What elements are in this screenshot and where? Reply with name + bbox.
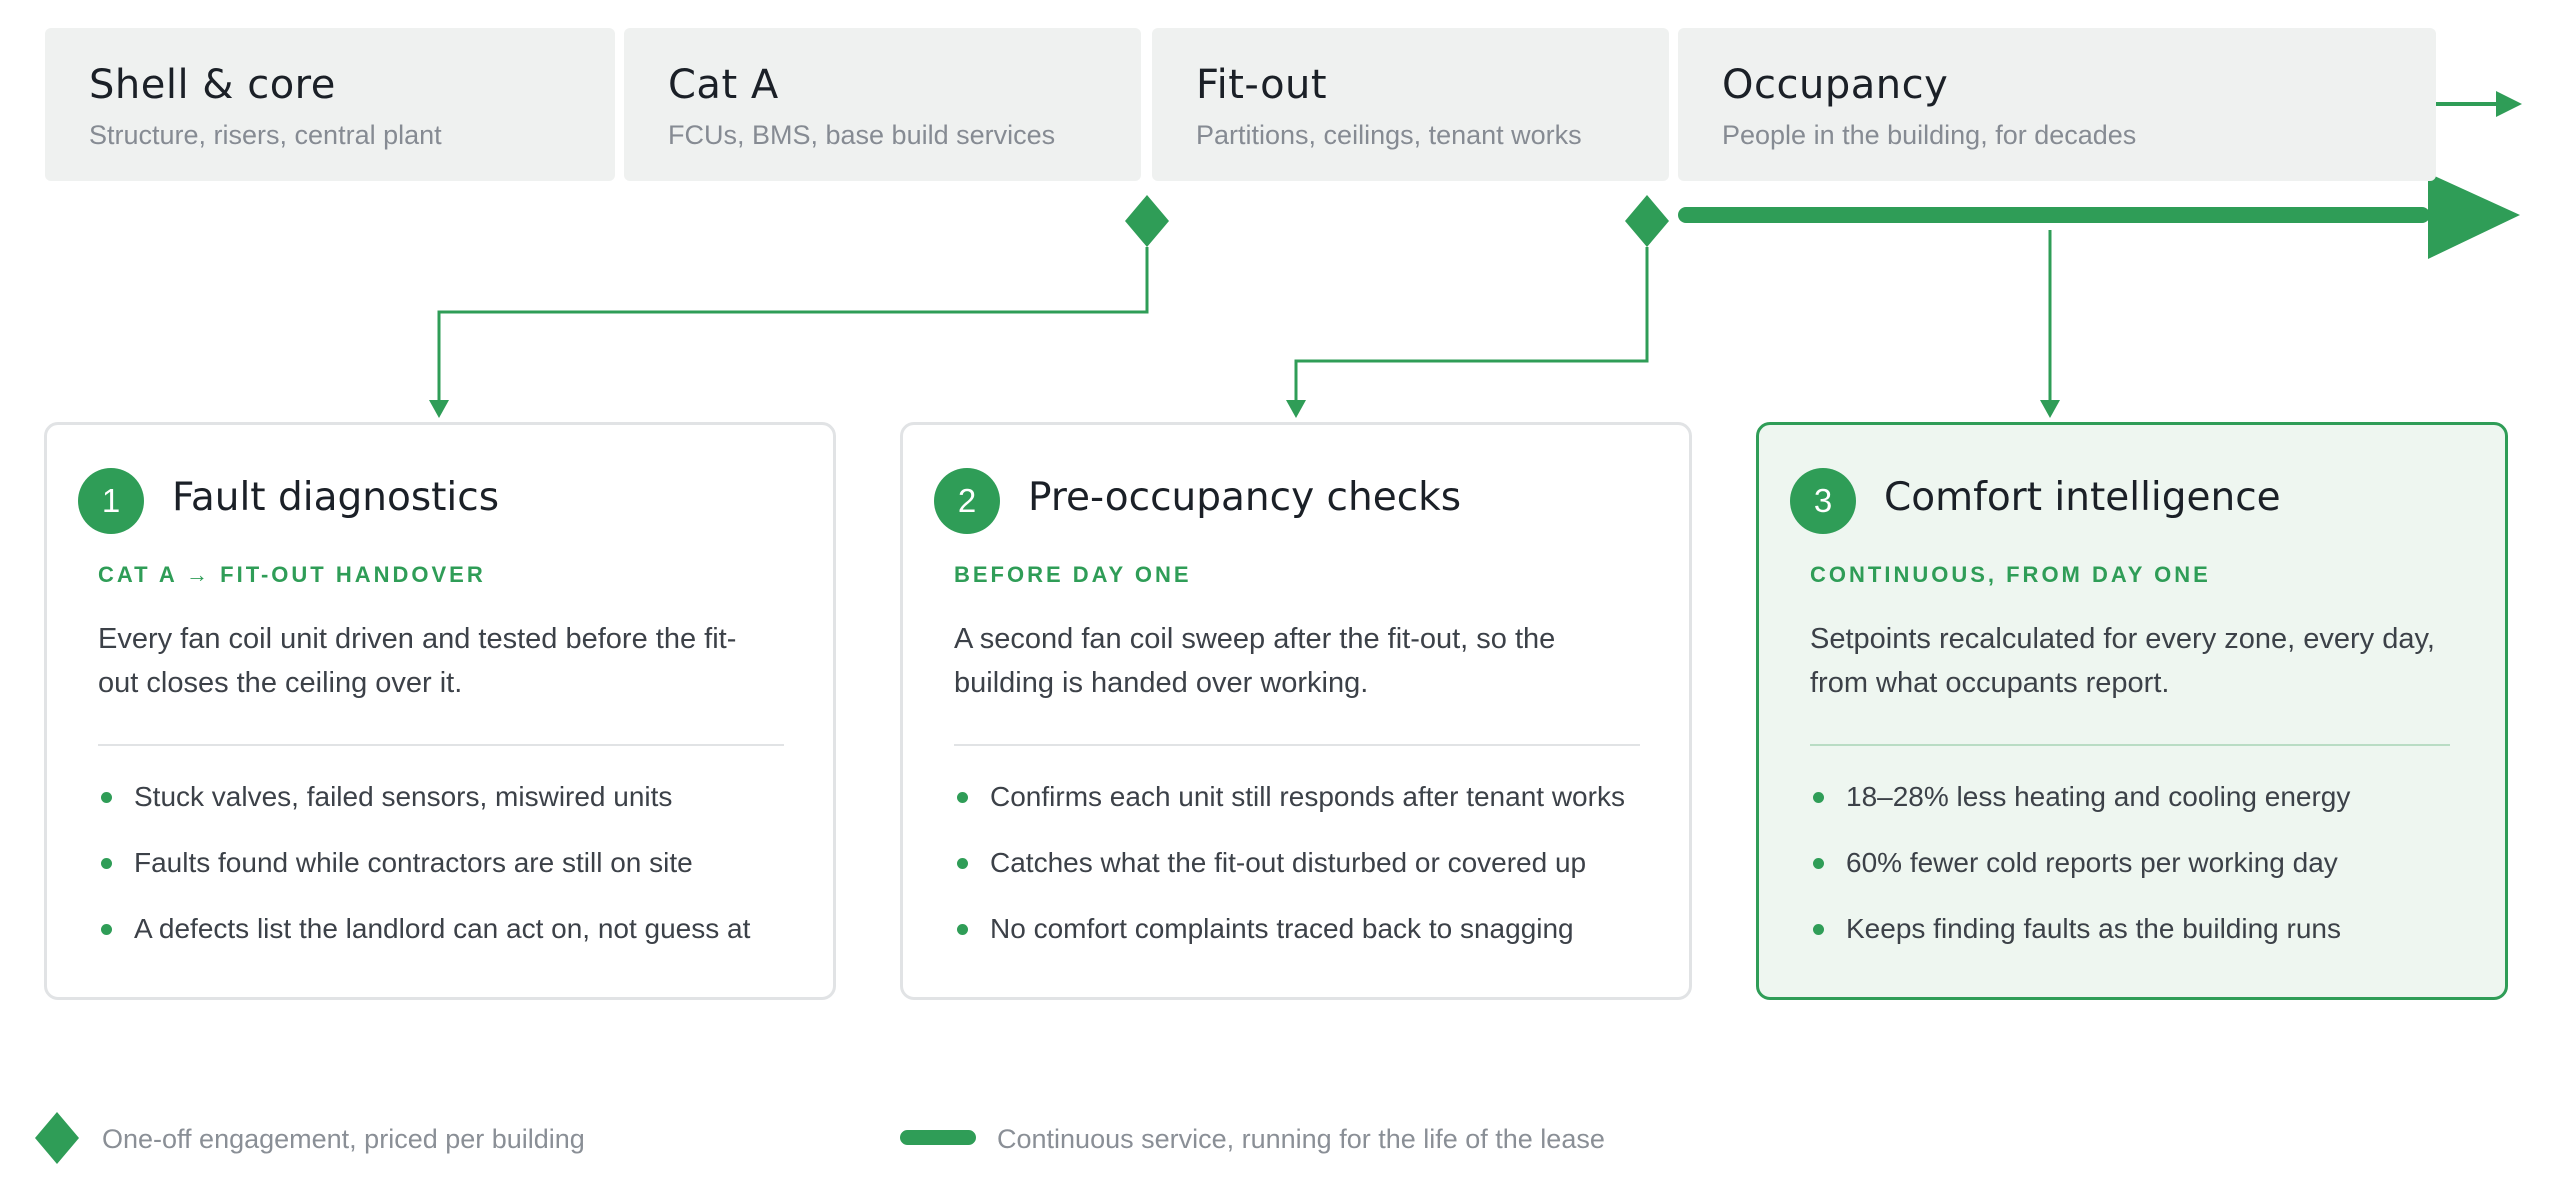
list-item: Faults found while contractors are still… xyxy=(98,841,750,907)
legend-continuous-label: Continuous service, running for the life… xyxy=(997,1124,1605,1154)
bullet-dot-icon xyxy=(1813,792,1824,803)
list-item: No comfort complaints traced back to sna… xyxy=(954,907,1625,973)
list-item: Confirms each unit still responds after … xyxy=(954,775,1625,841)
card-divider xyxy=(98,744,784,746)
card-divider xyxy=(1810,744,2450,746)
card-description: Every fan coil unit driven and tested be… xyxy=(98,623,737,699)
list-item-text: Faults found while contractors are still… xyxy=(134,847,693,878)
phase-subtitle: Structure, risers, central plant xyxy=(89,120,442,150)
timeline-arrow-top xyxy=(2436,91,2522,117)
phase-cat-a: Cat A FCUs, BMS, base build services xyxy=(624,28,1141,181)
bullet-dot-icon xyxy=(957,924,968,935)
milestone-diamond-fit-out xyxy=(1625,195,1669,247)
card-bullet-list: Confirms each unit still responds after … xyxy=(954,775,1625,973)
list-item-text: Keeps finding faults as the building run… xyxy=(1846,913,2341,944)
arrowhead-comfort-intelligence xyxy=(2040,400,2060,418)
step-number-badge: 3 xyxy=(1790,468,1856,534)
card-comfort-intelligence: 3 Comfort intelligence CONTINUOUS, FROM … xyxy=(1756,422,2508,1000)
phase-subtitle: Partitions, ceilings, tenant works xyxy=(1196,120,1582,150)
phase-shell-and-core: Shell & core Structure, risers, central … xyxy=(45,28,615,181)
list-item: Keeps finding faults as the building run… xyxy=(1810,907,2350,973)
connector-to-pre-occupancy xyxy=(1294,247,1649,402)
legend-one-off-label: One-off engagement, priced per building xyxy=(102,1124,585,1154)
list-item-text: 18–28% less heating and cooling energy xyxy=(1846,781,2351,812)
bullet-dot-icon xyxy=(101,924,112,935)
card-kicker: CONTINUOUS, FROM DAY ONE xyxy=(1810,562,2211,587)
list-item-text: Stuck valves, failed sensors, miswired u… xyxy=(134,781,673,812)
list-item-text: A defects list the landlord can act on, … xyxy=(134,913,751,944)
card-pre-occupancy-checks: 2 Pre-occupancy checks BEFORE DAY ONE A … xyxy=(900,422,1692,1000)
bullet-dot-icon xyxy=(1813,924,1824,935)
list-item: 60% fewer cold reports per working day xyxy=(1810,841,2350,907)
card-bullet-list: 18–28% less heating and cooling energy 6… xyxy=(1810,775,2350,973)
continuous-service-bar xyxy=(1678,173,2520,259)
card-bullet-list: Stuck valves, failed sensors, miswired u… xyxy=(98,775,750,973)
phase-title: Shell & core xyxy=(89,62,336,108)
legend-diamond-icon xyxy=(35,1112,79,1164)
card-title: Pre-occupancy checks xyxy=(1028,475,1462,520)
legend-bar-icon xyxy=(900,1130,976,1145)
bullet-dot-icon xyxy=(101,858,112,869)
phase-title: Fit-out xyxy=(1196,62,1328,108)
list-item-text: Confirms each unit still responds after … xyxy=(990,781,1625,812)
list-item-text: 60% fewer cold reports per working day xyxy=(1846,847,2338,878)
list-item-text: No comfort complaints traced back to sna… xyxy=(990,913,1574,944)
card-title: Comfort intelligence xyxy=(1884,475,2281,520)
card-description: A second fan coil sweep after the fit-ou… xyxy=(954,623,1556,699)
bullet-dot-icon xyxy=(1813,858,1824,869)
card-kicker: BEFORE DAY ONE xyxy=(954,562,1192,587)
list-item: 18–28% less heating and cooling energy xyxy=(1810,775,2350,841)
card-title: Fault diagnostics xyxy=(172,475,500,520)
connector-to-fault-diagnostics xyxy=(437,247,1149,402)
list-item-text: Catches what the fit-out disturbed or co… xyxy=(990,847,1587,878)
card-divider xyxy=(954,744,1640,746)
bullet-dot-icon xyxy=(957,858,968,869)
list-item: Stuck valves, failed sensors, miswired u… xyxy=(98,775,750,841)
phase-title: Cat A xyxy=(668,62,779,108)
phase-subtitle: FCUs, BMS, base build services xyxy=(668,120,1056,150)
step-number-badge: 2 xyxy=(934,468,1000,534)
arrowhead-fault-diagnostics xyxy=(429,400,449,418)
card-fault-diagnostics: 1 Fault diagnostics CAT A → FIT-OUT HAND… xyxy=(44,422,836,1000)
milestone-diamond-cat-a xyxy=(1125,195,1169,247)
card-description: Setpoints recalculated for every zone, e… xyxy=(1810,623,2435,699)
bullet-dot-icon xyxy=(957,792,968,803)
phase-subtitle: People in the building, for decades xyxy=(1722,120,2137,150)
list-item: Catches what the fit-out disturbed or co… xyxy=(954,841,1625,907)
bullet-dot-icon xyxy=(101,792,112,803)
phase-occupancy: Occupancy People in the building, for de… xyxy=(1678,28,2436,181)
phase-fit-out: Fit-out Partitions, ceilings, tenant wor… xyxy=(1152,28,1669,181)
arrowhead-pre-occupancy xyxy=(1286,400,1306,418)
phase-title: Occupancy xyxy=(1722,62,1949,108)
step-number-badge: 1 xyxy=(78,468,144,534)
card-kicker: CAT A → FIT-OUT HANDOVER xyxy=(98,562,486,587)
list-item: A defects list the landlord can act on, … xyxy=(98,907,750,973)
